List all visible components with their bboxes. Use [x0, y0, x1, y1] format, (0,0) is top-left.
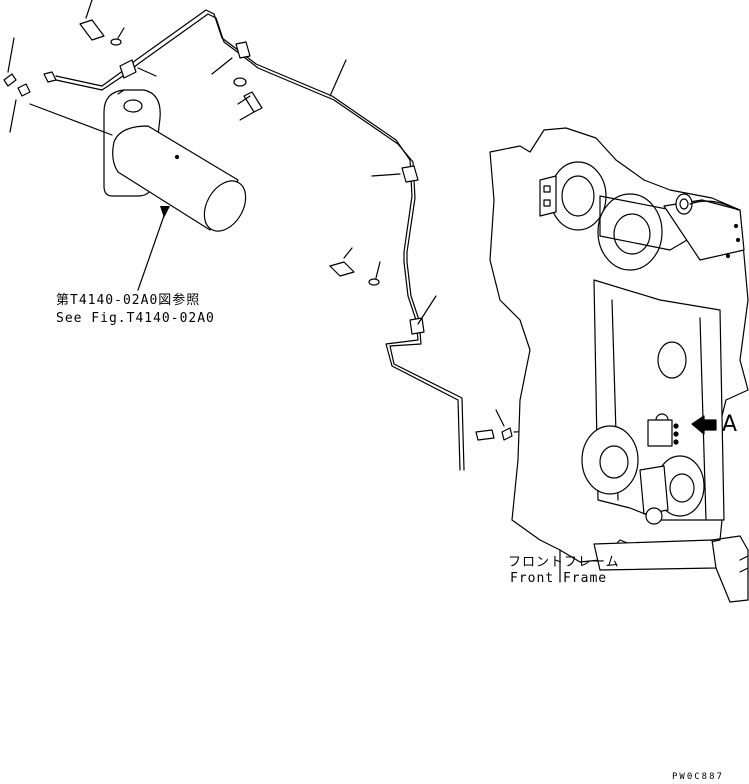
- drawing-code: PW0C887: [672, 772, 724, 782]
- grease-fitting-left: [3, 37, 103, 133]
- front-frame: [489, 127, 749, 603]
- front-frame-label-en: Front Frame: [510, 571, 608, 586]
- see-figure-label-en: See Fig.T4140-02A0: [56, 311, 215, 326]
- bolts-left: [79, 0, 381, 286]
- front-frame-label-jp: フロントフレーム: [508, 555, 620, 570]
- view-a-label: A: [722, 412, 738, 437]
- see-figure-label-jp: 第T4140-02A0図参照: [56, 293, 201, 308]
- grease-tube-left: [101, 9, 465, 471]
- pin-assembly: [29, 89, 247, 291]
